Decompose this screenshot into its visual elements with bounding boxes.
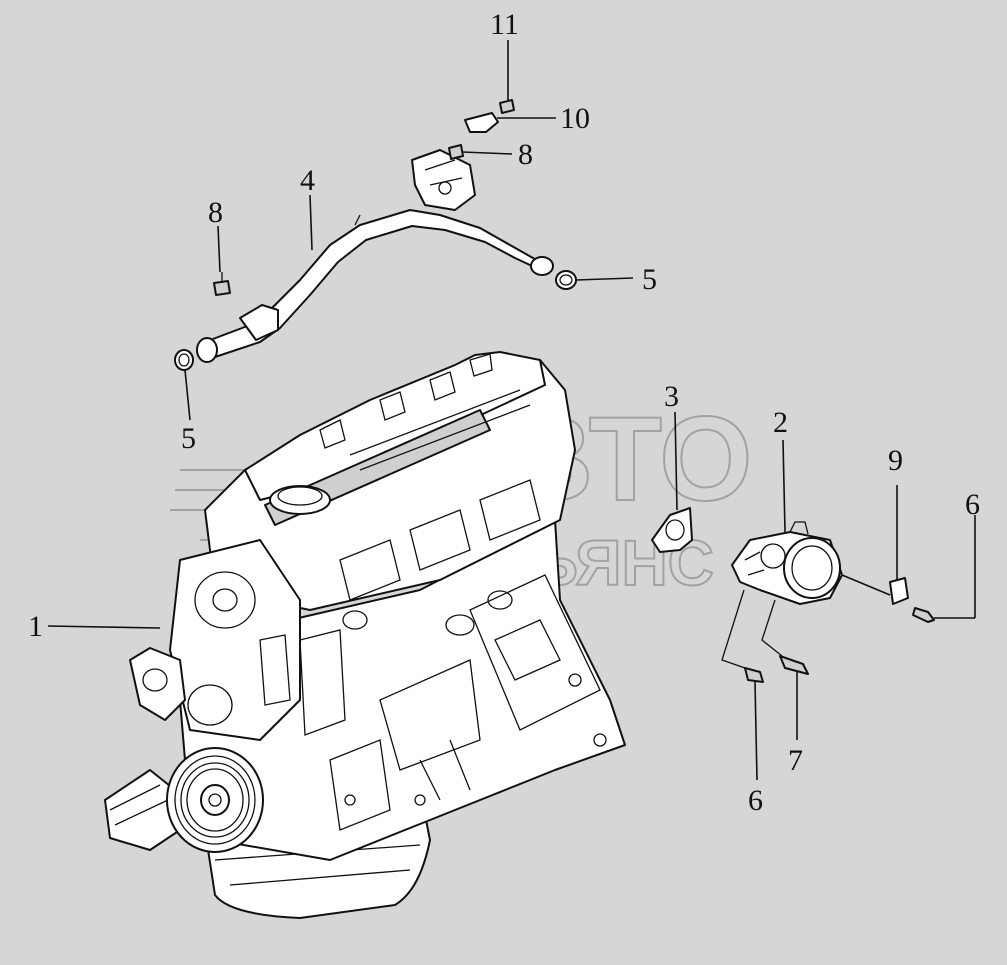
callout-8-left: 8 [208, 196, 223, 229]
crank-pulley [166, 747, 264, 853]
callout-11: 11 [490, 8, 519, 41]
callout-3: 3 [664, 380, 679, 413]
callout-4: 4 [300, 164, 315, 197]
callout-6-lower: 6 [748, 784, 763, 817]
clip[interactable] [464, 112, 499, 133]
bolt-pipe-left[interactable] [213, 272, 231, 296]
callout-labels: 1 2 3 4 5 5 6 6 7 8 8 9 10 11 [28, 8, 980, 817]
callout-1: 1 [28, 610, 43, 643]
engine-assembly[interactable] [104, 351, 626, 919]
callout-6-right: 6 [965, 488, 980, 521]
leader-lines [47, 40, 976, 781]
bolt-right[interactable] [912, 607, 935, 623]
o-ring-right[interactable] [555, 270, 577, 290]
bolt-lower[interactable] [744, 667, 764, 683]
bracket[interactable] [889, 577, 909, 605]
coolant-pipe[interactable] [196, 149, 554, 363]
clip-bolt[interactable] [499, 99, 515, 114]
throttle-gasket[interactable] [651, 507, 693, 553]
callout-2: 2 [773, 406, 788, 439]
callout-9: 9 [888, 444, 903, 477]
callout-5-right: 5 [642, 263, 657, 296]
bolt-throttle[interactable] [779, 655, 809, 675]
callout-7: 7 [788, 744, 803, 777]
callout-5-left: 5 [181, 422, 196, 455]
callout-8-top: 8 [518, 138, 533, 171]
o-ring-left[interactable] [174, 349, 194, 371]
callout-10: 10 [560, 102, 590, 135]
bolt-pipe-top[interactable] [448, 144, 464, 160]
throttle-body[interactable] [731, 521, 843, 605]
